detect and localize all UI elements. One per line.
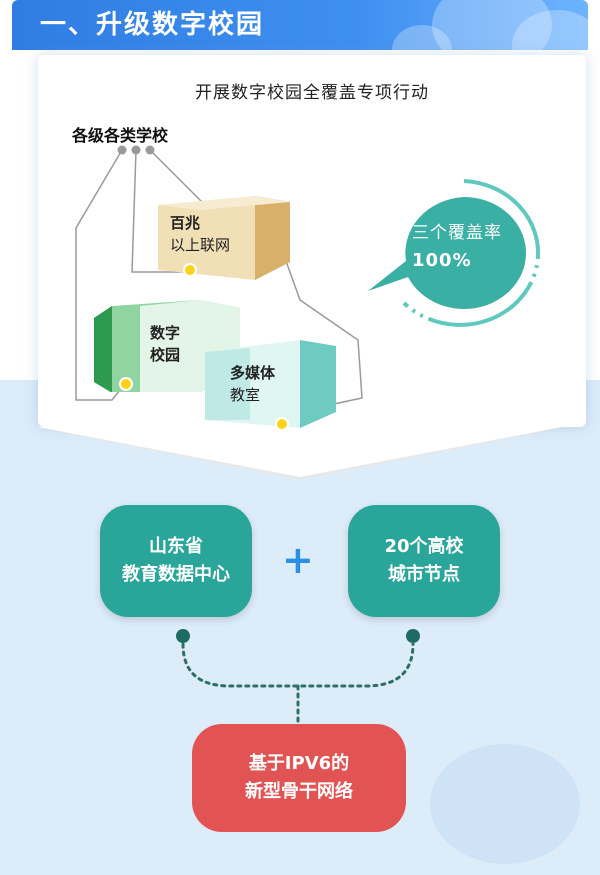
connector-line — [149, 149, 206, 206]
connector-dot — [406, 629, 420, 643]
broadband-line2: 以上联网 — [170, 236, 231, 254]
university-nodes: 20个高校 城市节点 — [348, 505, 500, 617]
backbone-network-node: 基于IPV6的 新型骨干网络 — [192, 724, 406, 832]
network-connector — [176, 629, 420, 726]
schools-label: 各级各类学校 — [72, 126, 169, 145]
backbone-line2: 新型骨干网络 — [245, 781, 353, 802]
digital-campus-marker — [119, 377, 133, 391]
broadband-line1: 百兆 — [170, 214, 201, 232]
campaign-title: 开展数字校园全覆盖专项行动 — [195, 83, 429, 103]
coverage-label: 三个覆盖率 — [412, 223, 502, 243]
university-nodes-line1: 20个高校 — [384, 536, 464, 557]
multimedia-line1: 多媒体 — [230, 364, 276, 382]
decorative-circle — [430, 744, 580, 864]
multimedia-marker — [275, 417, 289, 431]
connector-line — [75, 149, 125, 401]
section-header — [12, 0, 588, 50]
campus-diagram — [75, 145, 363, 431]
broadband-marker — [183, 263, 197, 277]
multimedia-label: 多媒体 教室 — [230, 362, 275, 406]
card-chevron — [38, 427, 562, 477]
digital-campus-line1: 数字 — [150, 324, 181, 342]
coverage-value: 100% — [412, 250, 472, 271]
data-center-node: 山东省 教育数据中心 — [100, 505, 252, 617]
coverage-badge — [368, 179, 540, 327]
multimedia-line2: 教室 — [230, 386, 261, 404]
section-title: 一、升级数字校园 — [40, 10, 265, 40]
plus-sign: + — [282, 538, 314, 582]
data-center-line1: 山东省 — [149, 536, 203, 557]
backbone-line1: 基于IPV6的 — [248, 753, 350, 774]
broadband-label: 百兆 以上联网 — [170, 212, 230, 256]
digital-campus-line2: 校园 — [150, 346, 181, 364]
digital-campus-label: 数字 校园 — [150, 322, 180, 366]
connector-line — [131, 149, 186, 273]
data-center-line2: 教育数据中心 — [122, 564, 230, 585]
university-nodes-line2: 城市节点 — [388, 564, 460, 585]
connector-dot — [176, 629, 190, 643]
